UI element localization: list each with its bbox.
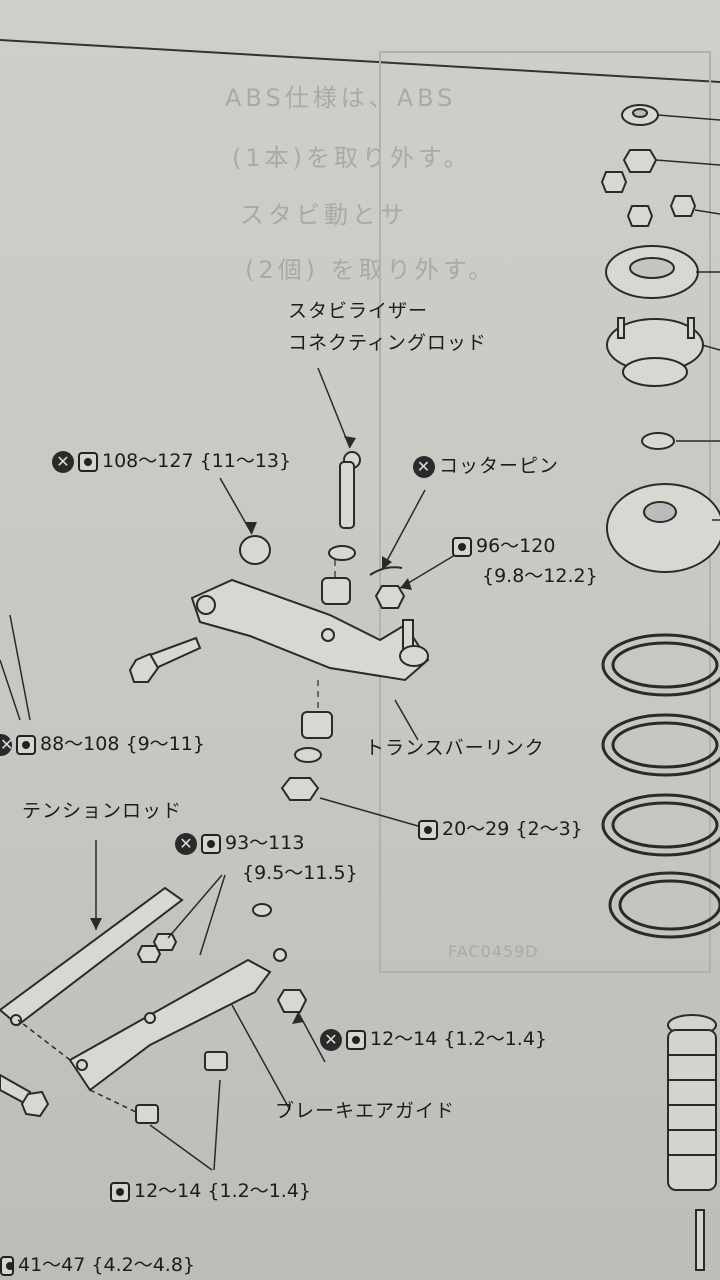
non-reusable-icon: ✕ [175, 832, 197, 855]
torque-wrench-icon [201, 833, 221, 854]
torque-wrench-icon [78, 451, 98, 472]
tension-rod-label: テンションロッド [22, 800, 183, 822]
torque-value-3: 88〜108 {9〜11} [40, 733, 205, 755]
bleed-text-5: FAC0459D [448, 942, 539, 961]
torque-label-6: ✕ 12〜14 {1.2〜1.4} [320, 1028, 547, 1051]
non-reusable-icon: ✕ [320, 1028, 342, 1051]
torque-wrench-icon [110, 1181, 130, 1202]
torque-value-2: 96〜120 [476, 535, 556, 557]
torque-label-2b: {9.8〜12.2} [482, 565, 598, 587]
non-reusable-icon: ✕ [52, 450, 74, 473]
brake-air-guide-label: ブレーキエアガイド [275, 1100, 456, 1122]
torque-label-8: 41〜47 {4.2〜4.8} [0, 1254, 195, 1276]
stabilizer-link-line2: コネクティングロッド [288, 332, 487, 354]
torque-value-1: 108〜127 {11〜13} [102, 450, 292, 472]
cotter-pin-text: コッターピン [439, 455, 560, 477]
torque-wrench-icon [418, 819, 438, 840]
cotter-pin-label: ✕コッターピン [413, 455, 559, 478]
torque-wrench-icon [0, 1255, 14, 1276]
torque-value-6: 12〜14 {1.2〜1.4} [370, 1028, 548, 1050]
torque-value-5: 93〜113 [225, 832, 305, 854]
torque-value-4: 20〜29 {2〜3} [442, 818, 583, 840]
bleed-text-4: (2個) を取り外す。 [245, 256, 497, 284]
torque-label-4: 20〜29 {2〜3} [418, 818, 583, 840]
transverse-link-label: トランスバーリンク [365, 737, 545, 759]
torque-label-7: 12〜14 {1.2〜1.4} [110, 1180, 311, 1202]
torque-wrench-icon [452, 536, 472, 557]
stabilizer-link-label: スタビライザー コネクティングロッド [288, 300, 487, 354]
torque-label-5b: {9.5〜11.5} [242, 862, 358, 884]
torque-value-7: 12〜14 {1.2〜1.4} [134, 1180, 312, 1202]
torque-label-3: ✕ 88〜108 {9〜11} [0, 733, 205, 756]
stabilizer-link-line1: スタビライザー [288, 300, 429, 322]
bleed-text-1: ABS仕様は、ABS [225, 84, 457, 112]
bleed-text-3: スタビ動とサ [240, 201, 408, 229]
torque-label-2: 96〜120 [452, 535, 555, 557]
non-reusable-icon: ✕ [0, 733, 14, 756]
torque-wrench-icon [16, 734, 36, 755]
torque-wrench-icon [346, 1029, 366, 1050]
bleed-text-2: (1本)を取り外す。 [232, 144, 472, 172]
torque-value-8: 41〜47 {4.2〜4.8} [18, 1254, 196, 1276]
torque-label-5: ✕ 93〜113 [175, 832, 304, 855]
non-reusable-icon: ✕ [413, 455, 435, 478]
torque-label-1: ✕ 108〜127 {11〜13} [52, 450, 291, 473]
